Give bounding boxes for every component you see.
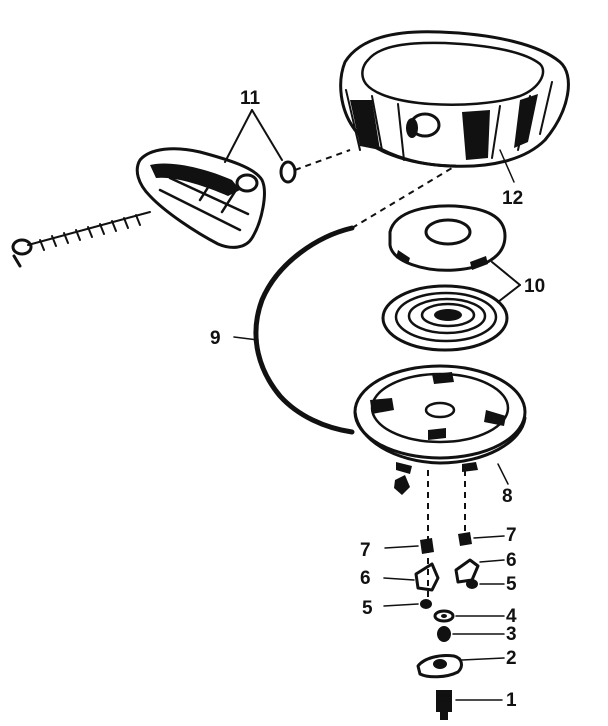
rope-pulley-8	[353, 364, 527, 474]
leader-6-right	[479, 559, 505, 563]
leader-7-right	[473, 535, 505, 539]
pulley-pin	[394, 475, 410, 495]
callout-9: 9	[210, 328, 221, 349]
spring-3	[437, 626, 451, 642]
leader-7-left	[384, 545, 419, 549]
callout-2: 2	[506, 648, 517, 669]
pawl-6-right	[454, 558, 480, 584]
starter-housing-12	[339, 30, 570, 168]
handle-spring-rod	[27, 211, 151, 251]
leader-11-to-washer	[251, 109, 283, 161]
leader-11-to-handle	[224, 109, 253, 163]
leader-5-left	[383, 603, 419, 607]
starter-handle-11	[135, 147, 266, 249]
rewind-spring-10	[381, 284, 509, 352]
callout-5-left: 5	[362, 598, 373, 619]
callout-8: 8	[502, 486, 513, 507]
handle-rod-eyelet	[11, 238, 33, 268]
callout-6-right: 6	[506, 550, 517, 571]
leader-line-9	[233, 336, 259, 341]
pawl-spring-7-right	[458, 532, 472, 546]
callout-12: 12	[502, 188, 523, 209]
callout-4: 4	[506, 606, 517, 627]
leader-line-8	[497, 463, 509, 485]
leader-line-12	[499, 149, 515, 183]
leader-line-2	[461, 657, 505, 661]
screw-1	[436, 690, 452, 720]
handle-washer-11	[279, 160, 297, 184]
callout-11: 11	[240, 88, 261, 109]
leader-12-to-washer	[294, 149, 351, 171]
callout-6-left: 6	[360, 568, 371, 589]
spring-5-left	[420, 599, 432, 609]
leader-10-spring	[497, 284, 521, 303]
washer-4	[433, 609, 455, 623]
retainer-2	[416, 654, 463, 679]
starter-rope-9	[253, 225, 355, 435]
callout-7-left: 7	[360, 540, 371, 561]
rope-path-dashed	[351, 167, 453, 229]
callout-7-right: 7	[506, 525, 517, 546]
spring-5-right	[466, 579, 478, 589]
pawl-6-left	[414, 562, 440, 592]
callout-10: 10	[524, 276, 545, 297]
leader-6-left	[383, 577, 415, 581]
callout-5-right: 5	[506, 574, 517, 595]
callout-3: 3	[506, 624, 517, 645]
leader-10-cover	[491, 261, 521, 286]
retainer-2-center	[433, 659, 447, 669]
callout-1: 1	[506, 690, 517, 711]
pawl-spring-7-left	[420, 538, 434, 554]
washer-4-hole	[441, 614, 447, 618]
spring-cover-10	[388, 204, 507, 272]
